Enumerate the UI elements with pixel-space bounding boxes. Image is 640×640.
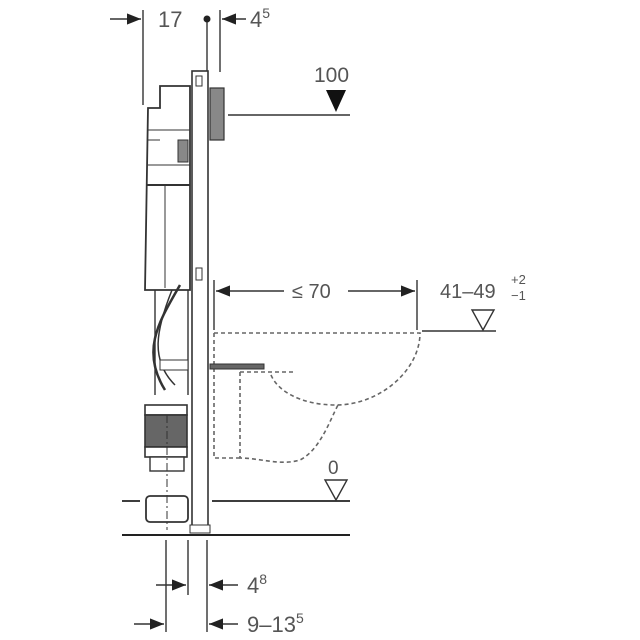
cistern <box>144 85 191 291</box>
drain-seal <box>144 414 188 448</box>
dimension-dot-icon <box>203 15 211 23</box>
dimension-projection: ≤ 70 <box>213 280 418 330</box>
svg-text:+2: +2 <box>511 272 526 287</box>
svg-text:−1: −1 <box>511 288 526 303</box>
svg-text:45: 45 <box>250 5 270 32</box>
svg-text:100: 100 <box>314 64 349 87</box>
dimension-top-4-5: 45 <box>203 5 270 72</box>
mounting-bolt <box>209 363 265 370</box>
svg-text:17: 17 <box>158 7 182 32</box>
level-marker-open-icon <box>323 479 349 502</box>
svg-text:41–49: 41–49 <box>440 281 496 303</box>
dimension-top-17: 17 <box>110 7 182 105</box>
svg-text:0: 0 <box>328 458 339 479</box>
installation-frame <box>144 70 225 534</box>
level-marker-open-icon <box>470 309 496 332</box>
seat-height-level: 41–49 +2 −1 <box>422 272 526 332</box>
wc-bowl-outline <box>209 332 421 464</box>
actuator-plate <box>209 87 225 141</box>
reference-level-100: 100 <box>228 64 350 116</box>
dimension-bottom-4-8: 48 <box>156 540 267 632</box>
dimension-bottom-9-13-5: 9–135 <box>134 540 304 637</box>
svg-text:9–135: 9–135 <box>247 610 304 637</box>
svg-text:≤ 70: ≤ 70 <box>292 281 331 303</box>
level-marker-filled-icon <box>326 90 346 112</box>
floor-level-0: 0 <box>323 458 349 502</box>
svg-text:48: 48 <box>247 571 267 598</box>
